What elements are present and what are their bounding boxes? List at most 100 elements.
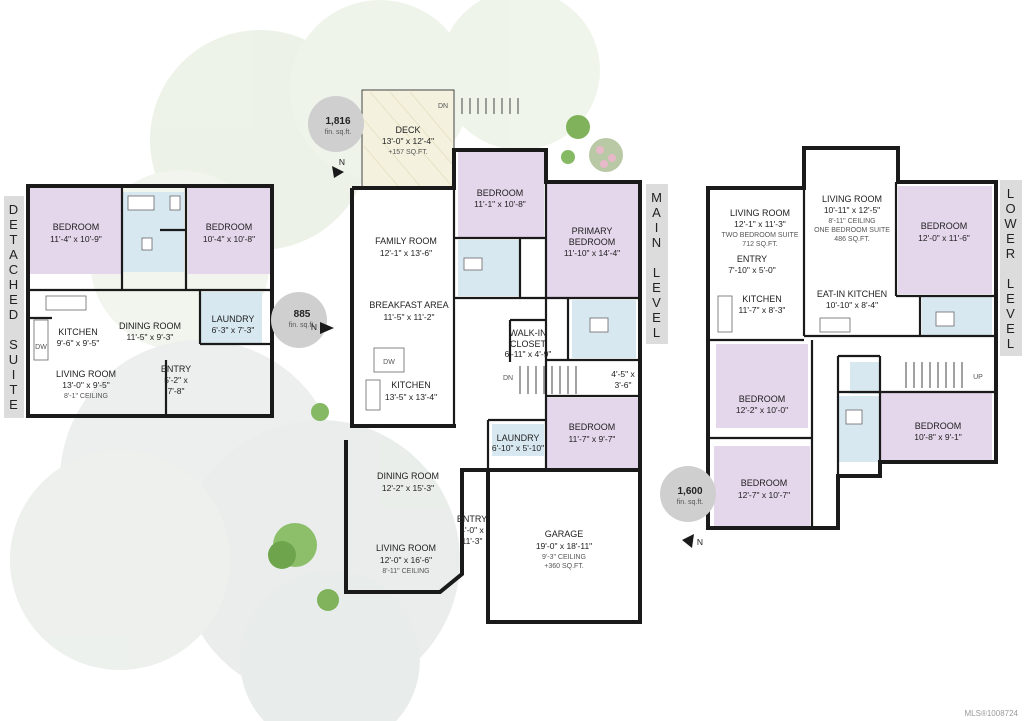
svg-text:E: E [9, 397, 19, 412]
suite-bedroom1-dim: 11'-4" x 10'-9" [50, 234, 102, 244]
lower-area-value: 1,600 [677, 486, 702, 497]
svg-text:L: L [653, 325, 661, 340]
suite-bedroom1-name: BEDROOM [53, 222, 100, 232]
main-garage-dim: 19'-0" x 18'-11" [536, 541, 592, 551]
svg-text:N: N [652, 235, 662, 250]
lower-north-arrow-icon [682, 534, 694, 548]
suite-dining-dim: 11'-5" x 9'-3" [127, 332, 174, 342]
svg-text:L: L [1007, 186, 1015, 201]
main-bedroom-mid-dim: 11'-7" x 9'-7" [569, 434, 616, 444]
svg-text:I: I [12, 367, 17, 382]
main-area-unit: fin. sq.ft. [325, 129, 352, 136]
lower-entry-dim: 7'-10" x 5'-0" [728, 265, 776, 275]
lower-living1-dim: 10'-11" x 12'-5" [824, 205, 880, 215]
suite-entry-dim1: 5'-2" x [164, 375, 188, 385]
svg-text:O: O [1005, 201, 1016, 216]
main-area-badge [308, 96, 364, 152]
suite-kitchen-dim: 9'-6" x 9'-5" [57, 338, 100, 348]
svg-text:R: R [1006, 246, 1016, 261]
svg-text:L: L [1007, 336, 1015, 351]
main-living-name: LIVING ROOM [376, 543, 436, 553]
main-family-name: FAMILY ROOM [375, 236, 437, 246]
shrubs [268, 115, 623, 611]
main-stairs [519, 366, 577, 394]
lower-area-unit: fin. sq.ft. [677, 499, 704, 506]
suite-area-unit: fin. sq.ft. [289, 322, 316, 329]
lower-entry-name: ENTRY [737, 254, 767, 264]
svg-text:M: M [651, 190, 663, 205]
svg-text:D: D [9, 307, 19, 322]
lower-eatin-dim: 10'-10" x 8'-4" [826, 300, 878, 310]
main-living-dim: 12'-0" x 16'-6" [380, 555, 432, 565]
svg-text:T: T [10, 382, 19, 397]
main-hall-dim1: 4'-5" x [611, 369, 635, 379]
lower-bedroom-mr-name: BEDROOM [915, 421, 962, 431]
main-garage-name: GARAGE [545, 529, 584, 539]
main-dining-dim: 12'-2" x 15'-3" [382, 483, 434, 493]
lower-eatin-name: EAT-IN KITCHEN [817, 289, 887, 299]
main-primary-name2: BEDROOM [569, 237, 616, 247]
lower-living2-note2: 712 SQ.FT. [742, 241, 777, 248]
main-kitchen-dim: 13'-5" x 13'-4" [385, 392, 437, 402]
main-bedroom-top-dim: 11'-1" x 10'-8" [474, 199, 526, 209]
svg-text:S: S [9, 337, 19, 352]
main-breakfast-name: BREAKFAST AREA [369, 300, 448, 310]
main-hall-dim2: 3'-6" [615, 380, 632, 390]
svg-text:A: A [9, 247, 19, 262]
svg-text:E: E [9, 217, 19, 232]
suite-north-label: N [311, 322, 317, 332]
main-garage-note1: 9'-3" CEILING [542, 554, 586, 561]
main-deck-note: +157 SQ.FT. [388, 149, 428, 156]
main-north-label: N [339, 157, 345, 167]
main-level-plan [344, 89, 642, 624]
main-deck-dim: 13'-0" x 12'-4" [382, 136, 434, 146]
suite-north-arrow-icon [320, 322, 334, 334]
main-laundry-name: LAUNDRY [497, 433, 540, 443]
suite-living-note: 8'-1" CEILING [64, 393, 108, 400]
lower-bedroom-ml-name: BEDROOM [739, 394, 786, 404]
detached-suite-plan [26, 184, 274, 418]
main-dishwasher-label: DW [383, 359, 395, 366]
lower-level-plan [706, 146, 998, 530]
main-laundry-dim: 6'-10" x 5'-10" [492, 443, 544, 453]
main-bedroom-top-name: BEDROOM [477, 188, 524, 198]
main-walkin-dim: 6'-11" x 4'-9" [505, 349, 552, 359]
main-primary-dim: 11'-10" x 14'-4" [564, 248, 620, 258]
svg-text:U: U [9, 352, 19, 367]
suite-area-value: 885 [294, 309, 311, 320]
mls-number: MLS®1008724 [965, 709, 1019, 718]
suite-side-tab [4, 196, 24, 418]
lower-bedroom-bl-name: BEDROOM [741, 478, 788, 488]
lower-stairs [905, 362, 963, 388]
lower-living1-name: LIVING ROOM [822, 194, 882, 204]
svg-text:E: E [9, 292, 19, 307]
svg-text:L: L [653, 265, 661, 280]
suite-bedroom2-dim: 10'-4" x 10'-8" [203, 234, 255, 244]
svg-text:A: A [652, 205, 662, 220]
lower-living2-name: LIVING ROOM [730, 208, 790, 218]
main-walkin-name2: CLOSET [510, 339, 547, 349]
main-breakfast-dim: 11'-5" x 11'-2" [383, 312, 434, 322]
main-side-tab [646, 184, 668, 344]
suite-area-badge [271, 292, 327, 348]
suite-laundry-dim: 6'-3" x 7'-3" [212, 325, 255, 335]
suite-bedroom2-name: BEDROOM [206, 222, 253, 232]
lower-bedroom-ml-dim: 12'-2" x 10'-0" [736, 405, 788, 415]
svg-text:E: E [1006, 231, 1016, 246]
suite-dishwasher-label: DW [35, 344, 47, 351]
suite-side-label: D E T A C H E D S U I T E [9, 202, 19, 412]
suite-living-dim: 13'-0" x 9'-5" [62, 380, 110, 390]
suite-entry-name: ENTRY [161, 364, 191, 374]
suite-kitchen-name: KITCHEN [58, 327, 98, 337]
svg-text:D: D [9, 202, 19, 217]
svg-text:E: E [652, 280, 662, 295]
lower-bedroom-bl-dim: 12'-7" x 10'-7" [738, 490, 790, 500]
main-deck-dn-label: DN [438, 103, 448, 110]
suite-living-name: LIVING ROOM [56, 369, 116, 379]
main-area-value: 1,816 [325, 116, 350, 127]
suite-laundry-name: LAUNDRY [212, 314, 255, 324]
main-family-dim: 12'-1" x 13'-6" [380, 248, 432, 258]
deck-stairs [461, 98, 519, 114]
lower-stairs-up-label: UP [973, 374, 983, 381]
